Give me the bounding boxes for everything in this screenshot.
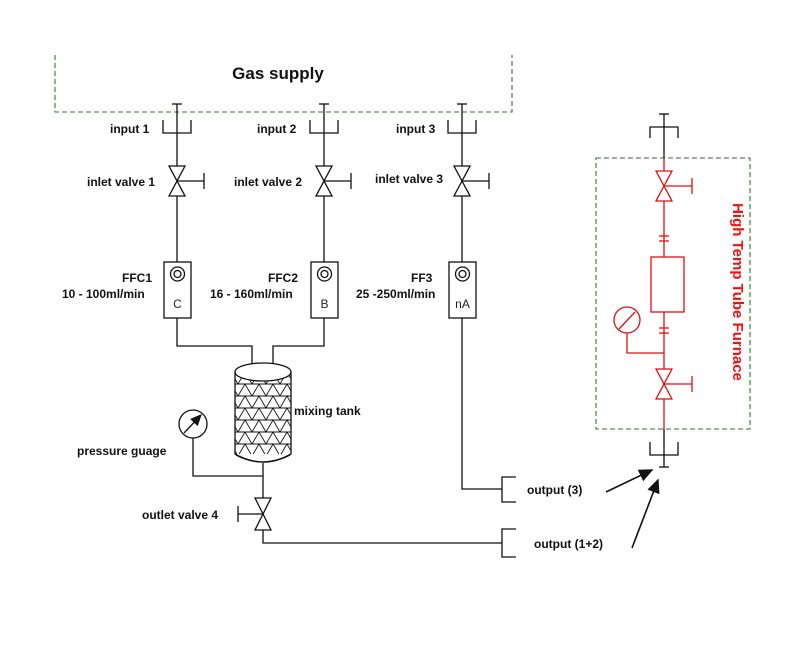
flow-controller-1-range: 10 - 100ml/min (62, 287, 145, 301)
furnace-box (595, 157, 751, 430)
furnace-fittings (649, 113, 679, 468)
output-3: output (3) (501, 476, 582, 503)
inlet-valve-1[interactable] (167, 165, 205, 197)
inlet-valve-3[interactable] (452, 165, 490, 197)
output-3-label: output (3) (527, 483, 582, 497)
outlet-valve-4[interactable] (237, 497, 273, 531)
flow-controller-3-range: 25 -250ml/min (356, 287, 435, 301)
furnace-pressure-gauge (613, 306, 664, 354)
flow-controller-2-name: FFC2 (268, 271, 298, 285)
input-3-label: input 3 (396, 122, 436, 136)
mixing-tank (234, 362, 292, 498)
flow-controller-2-range: 16 - 160ml/min (210, 287, 293, 301)
output-1-2: output (1+2) (501, 528, 603, 558)
furnace-outlet-valve[interactable] (654, 368, 693, 400)
inlet-valve-3-label: inlet valve 3 (375, 172, 443, 186)
flow-controller-3-name: FF3 (411, 271, 433, 285)
flow-controller-1-name: FFC1 (122, 271, 152, 285)
flow-controller-2: B (310, 261, 339, 319)
output-3-arrow (605, 469, 654, 493)
flow-controller-1: C (163, 261, 192, 319)
input-2-label: input 2 (257, 122, 297, 136)
furnace-label: High Temp Tube Furnace (729, 203, 746, 381)
furnace-internals (613, 158, 693, 429)
flow-controller-3-letter: nA (455, 297, 470, 311)
gas-line-1: input 1 inlet valve 1 C FFC1 10 - 100ml/… (62, 103, 253, 367)
gas-supply-label: Gas supply (232, 64, 324, 83)
input-1-label: input 1 (110, 122, 150, 136)
gas-line-3: input 3 inlet valve 3 nA FF3 25 -250ml/m… (356, 103, 502, 490)
gas-supply-box: Gas supply (54, 55, 513, 113)
output-1-2-arrow (631, 478, 660, 549)
gas-line-2: input 2 inlet valve 2 B FFC2 16 - 160ml/… (210, 103, 352, 367)
furnace-inlet-valve[interactable] (654, 170, 693, 202)
inlet-valve-2[interactable] (314, 165, 352, 197)
furnace-tube (650, 256, 685, 313)
flow-controller-2-letter: B (320, 297, 328, 311)
inlet-valve-1-label: inlet valve 1 (87, 175, 155, 189)
outlet-valve-4-label: outlet valve 4 (142, 508, 218, 522)
output-1-2-label: output (1+2) (534, 537, 603, 551)
inlet-valve-2-label: inlet valve 2 (234, 175, 302, 189)
pressure-gauge (178, 409, 263, 477)
flow-controller-3: nA (448, 261, 477, 319)
flow-controller-1-letter: C (173, 297, 182, 311)
mixing-tank-label: mixing tank (294, 404, 361, 418)
pressure-gauge-label: pressure guage (77, 444, 167, 458)
